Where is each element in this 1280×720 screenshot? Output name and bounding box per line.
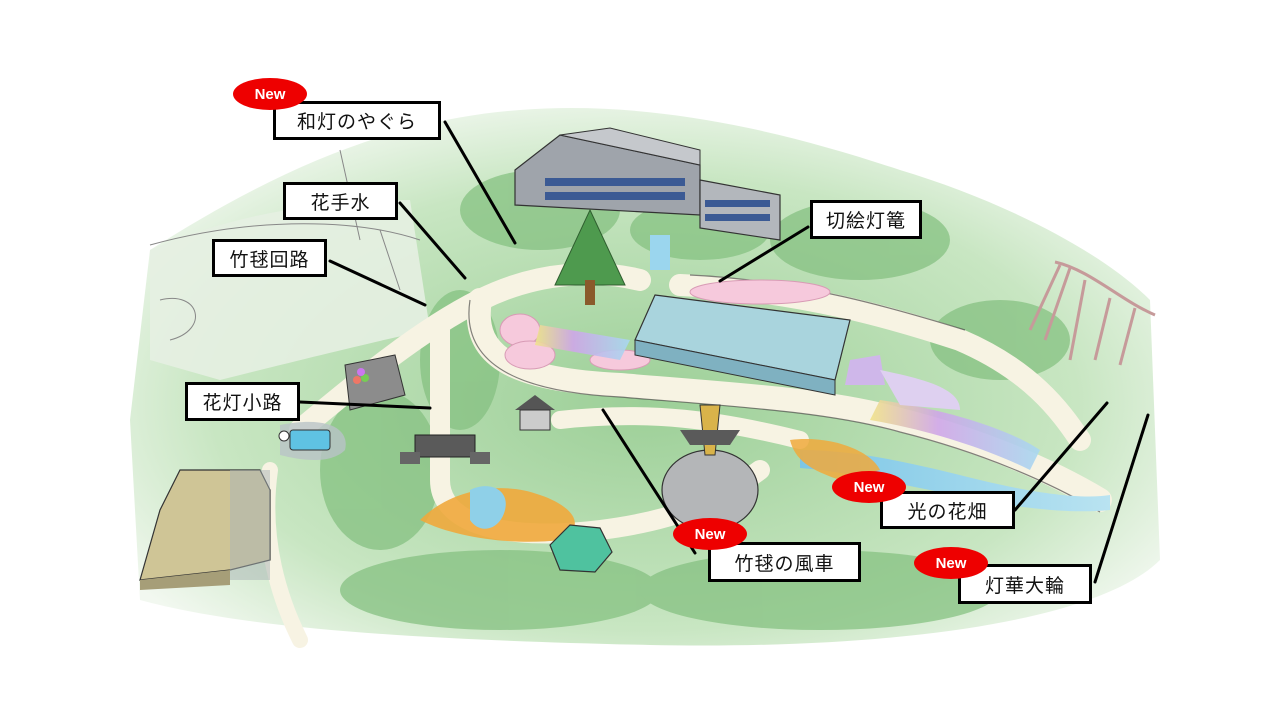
main-building [514,127,781,241]
roller-coaster [1028,260,1156,366]
pond-garden [420,486,575,542]
bus-stop [278,421,346,460]
hexagon-pavilion [549,524,613,573]
new-badge-chikumo-kazaguruma: New [673,518,747,550]
waterfall [650,235,670,270]
new-badge-hikari-hanabatake: New [832,471,906,503]
label-hikari-hanabatake[interactable]: 光の花畑 [880,491,1015,529]
leader-lines [298,120,1150,584]
new-badge-yagura: New [233,78,307,110]
sakura-trees [499,279,831,371]
greenhouse [634,294,851,396]
stadium [149,149,421,341]
label-hanatomoshi-koji[interactable]: 花灯小路 [185,382,300,421]
label-chikumo-kazaguruma[interactable]: 竹毬の風車 [708,542,861,582]
label-hanachouzu[interactable]: 花手水 [283,182,398,220]
gate [400,434,490,464]
parking-structure [139,469,271,590]
stupa [661,404,759,531]
flower-gardens [535,325,1040,470]
stream [800,450,1110,512]
cedar-tree [554,208,626,305]
label-yagura[interactable]: 和灯のやぐら [273,101,441,140]
label-chikumo-kairo[interactable]: 竹毬回路 [212,239,327,277]
small-shrine [515,395,555,431]
shop-building [344,354,406,411]
label-kirie-tourou[interactable]: 切絵灯篭 [810,200,922,239]
new-badge-touka-dairin: New [914,547,988,579]
